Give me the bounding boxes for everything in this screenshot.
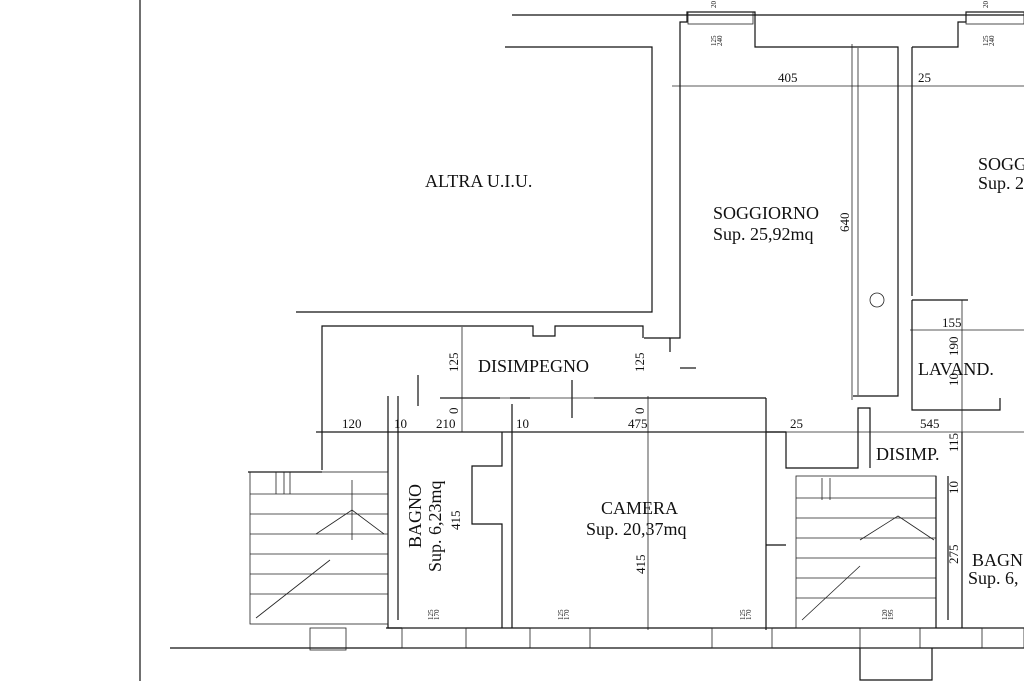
dim-10-b: 10 [516, 416, 529, 431]
dim-275: 275 [946, 545, 961, 565]
room-label-soggiorno-right: SOGG [978, 154, 1024, 174]
window-dim-4b: 170 [563, 609, 571, 620]
dim-415-bagno: 415 [448, 511, 463, 531]
room-label-bagno: BAGNO [405, 484, 425, 548]
dim-115: 115 [946, 433, 961, 452]
dim-415-camera: 415 [633, 555, 648, 575]
room-area-bagno: Sup. 6,23mq [425, 480, 445, 572]
room-label-bagno-right: BAGN [972, 550, 1023, 570]
dimension-lines [316, 44, 1024, 520]
lower-rooms-walls [170, 375, 1024, 649]
window-dim-2: 125 [982, 35, 990, 46]
room-label-altra-uiu: ALTRA U.I.U. [425, 171, 532, 191]
window-dim-6b: 195 [887, 609, 895, 620]
windows-bottom [401, 627, 1024, 649]
room-label-lavand: LAVAND. [918, 359, 994, 379]
dim-25-mid: 25 [790, 416, 803, 431]
dim-210: 210 [436, 416, 456, 431]
dim-25-top: 25 [918, 70, 931, 85]
altra-uiu-walls [296, 14, 1024, 313]
room-label-camera: CAMERA [601, 498, 678, 518]
dim-20-top-right: 20 [982, 1, 990, 9]
stair-left [248, 471, 389, 651]
window-dim-5b: 170 [745, 609, 753, 620]
dim-120: 120 [342, 416, 362, 431]
window-dim-1b: 240 [716, 35, 724, 46]
dim-20-top-left: 20 [710, 1, 718, 9]
dim-190: 190 [946, 337, 961, 357]
window-dim-6: 120 [881, 609, 889, 620]
dim-125-left: 125 [446, 353, 461, 373]
room-label-disimpegno: DISIMPEGNO [478, 356, 589, 376]
dim-10-a: 10 [394, 416, 407, 431]
soggiorno-walls [669, 11, 899, 397]
window-dim-5: 125 [739, 609, 747, 620]
column-symbol [869, 292, 885, 308]
dim-10-lavand: 10 [946, 373, 961, 386]
window-dim-3b: 170 [433, 609, 441, 620]
window-dim-2b: 240 [988, 35, 996, 46]
right-unit-walls [911, 11, 1024, 411]
dim-545: 545 [920, 416, 940, 431]
window-dim-3: 125 [427, 609, 435, 620]
dim-405: 405 [778, 70, 798, 85]
window-dim-1: 125 [710, 35, 718, 46]
dim-475: 475 [628, 416, 648, 431]
room-area-soggiorno: Sup. 25,92mq [713, 224, 814, 244]
dim-0-right: 0 [632, 408, 647, 415]
dim-155: 155 [942, 315, 962, 330]
dim-125-right: 125 [632, 353, 647, 373]
dim-640: 640 [837, 213, 852, 233]
window-dim-4: 125 [557, 609, 565, 620]
room-area-camera: Sup. 20,37mq [586, 519, 687, 539]
room-area-bagno-right: Sup. 6, [968, 568, 1019, 588]
dim-10-c: 10 [946, 481, 961, 494]
stair-right [795, 432, 963, 681]
room-label-soggiorno: SOGGIORNO [713, 203, 819, 223]
room-area-soggiorno-right: Sup. 2 [978, 173, 1024, 193]
dim-0-left: 0 [446, 408, 461, 415]
room-label-disimp: DISIMP. [876, 444, 940, 464]
